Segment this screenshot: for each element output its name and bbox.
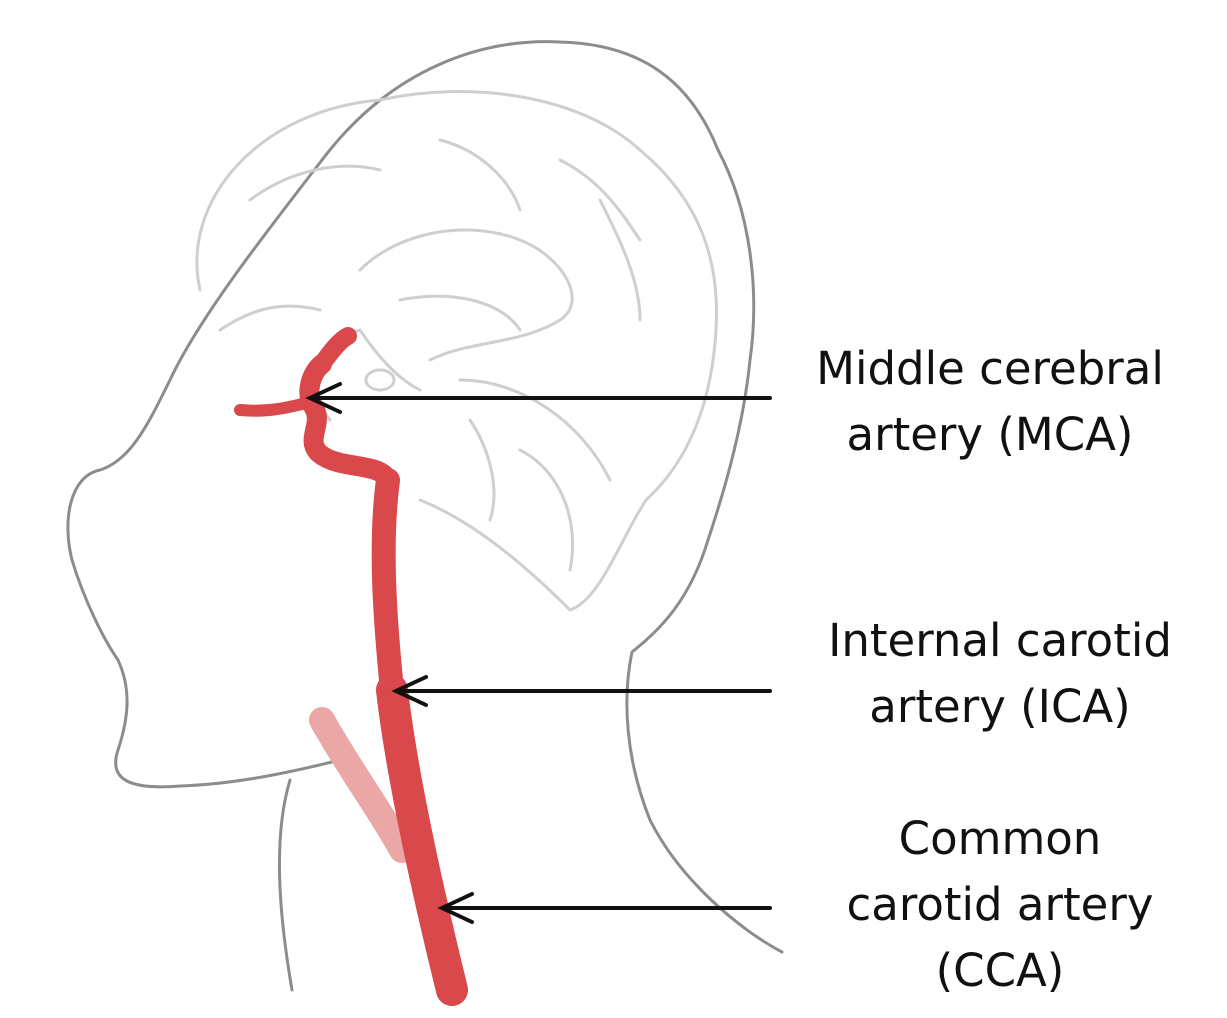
- label-ica-line2: artery (ICA): [790, 674, 1210, 740]
- label-mca: Middle cerebral artery (MCA): [780, 336, 1200, 468]
- label-cca-line1: Common: [790, 806, 1210, 872]
- label-ica: Internal carotid artery (ICA): [790, 608, 1210, 740]
- label-cca: Common carotid artery (CCA): [790, 806, 1210, 1004]
- artery-tree: [240, 336, 452, 990]
- carotid-siphon: [309, 364, 388, 480]
- internal-carotid-artery: [384, 480, 392, 690]
- label-mca-line1: Middle cerebral: [780, 336, 1200, 402]
- arrow-ica: [396, 677, 770, 705]
- arrow-cca: [442, 894, 770, 922]
- label-cca-line2: carotid artery: [790, 872, 1210, 938]
- brain-outline: [197, 92, 717, 610]
- arrow-mca: [310, 384, 770, 412]
- middle-cerebral-artery: [322, 336, 348, 364]
- anterior-cerebral-branch: [240, 402, 310, 411]
- label-mca-line2: artery (MCA): [780, 402, 1200, 468]
- label-ica-line1: Internal carotid: [790, 608, 1210, 674]
- label-cca-line3: (CCA): [790, 938, 1210, 1004]
